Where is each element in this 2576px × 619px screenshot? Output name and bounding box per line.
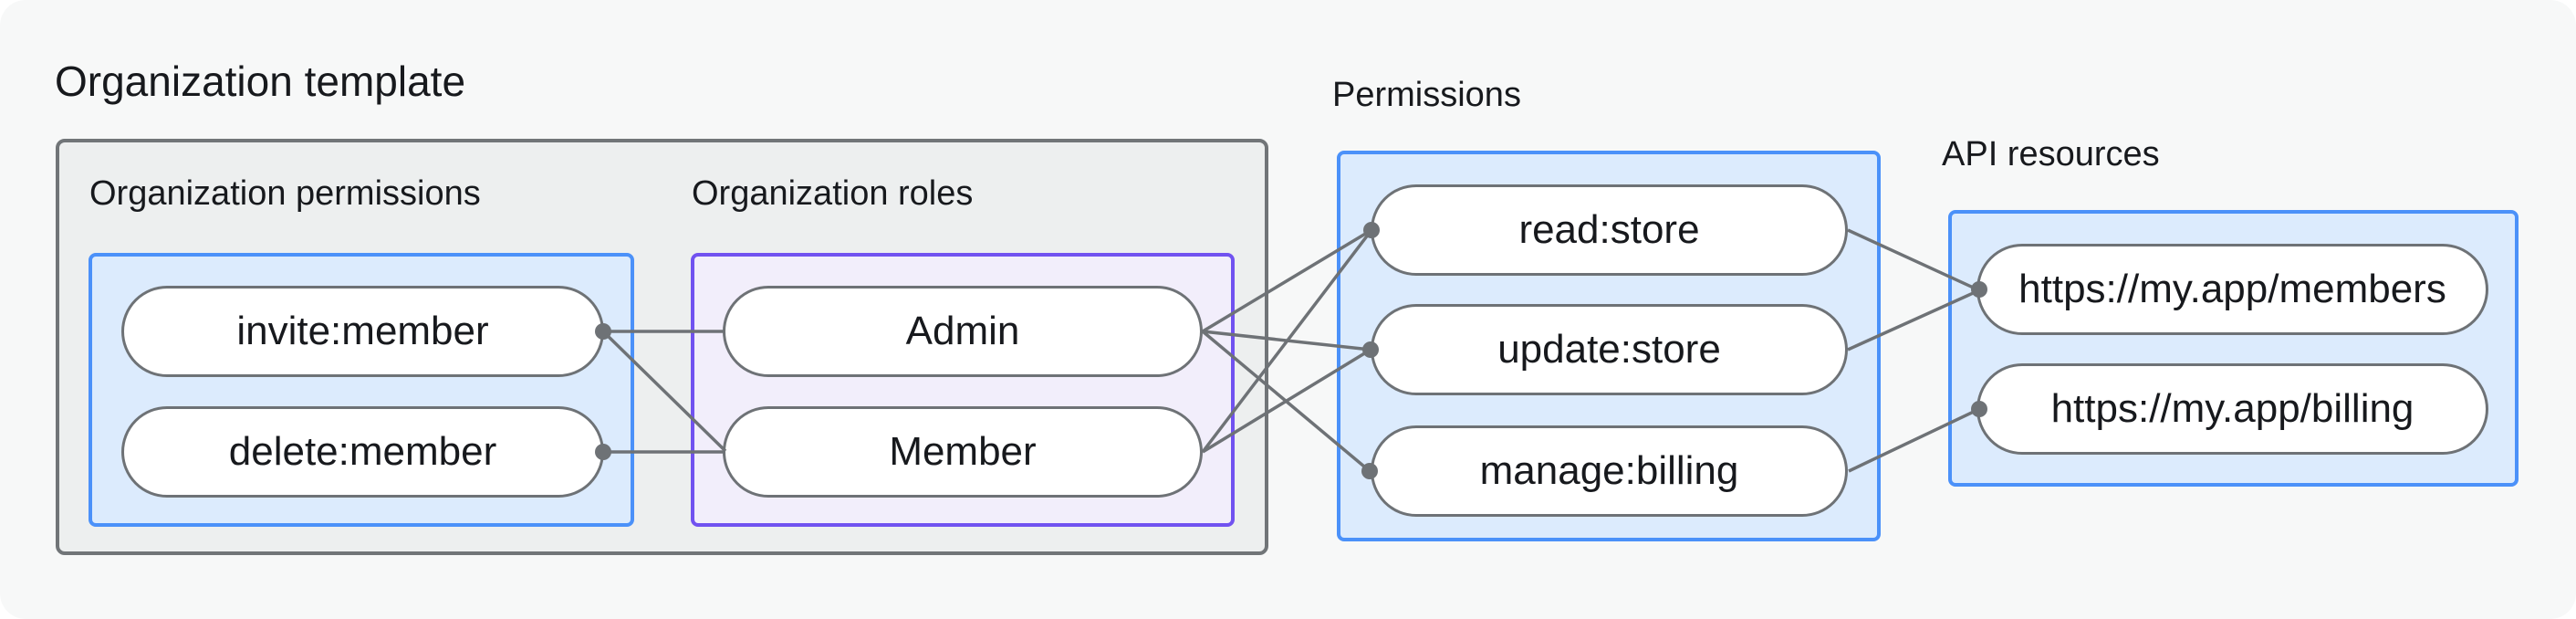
node-label: Member [889, 429, 1037, 474]
node-label: update:store [1497, 327, 1721, 372]
node-api-billing: https://my.app/billing [1976, 363, 2488, 455]
node-label: read:store [1518, 207, 1700, 252]
organization-permissions-heading: Organization permissions [89, 174, 481, 213]
node-label: https://my.app/billing [2050, 386, 2414, 431]
node-label: https://my.app/members [2018, 267, 2446, 311]
permissions-heading: Permissions [1332, 76, 1521, 114]
node-label: invite:member [236, 309, 489, 353]
node-label: delete:member [228, 429, 497, 474]
organization-roles-heading: Organization roles [692, 174, 974, 213]
node-delete-member: delete:member [121, 406, 604, 498]
node-manage-billing: manage:billing [1371, 425, 1848, 517]
node-update-store: update:store [1371, 304, 1848, 395]
api-resources-heading: API resources [1942, 135, 2160, 173]
diagram-title: Organization template [55, 58, 466, 105]
node-invite-member: invite:member [121, 286, 604, 377]
node-label: Admin [905, 309, 1020, 353]
node-label: manage:billing [1479, 448, 1739, 493]
node-admin-role: Admin [723, 286, 1203, 377]
node-member-role: Member [723, 406, 1203, 498]
node-api-members: https://my.app/members [1976, 244, 2488, 335]
node-read-store: read:store [1371, 184, 1848, 276]
